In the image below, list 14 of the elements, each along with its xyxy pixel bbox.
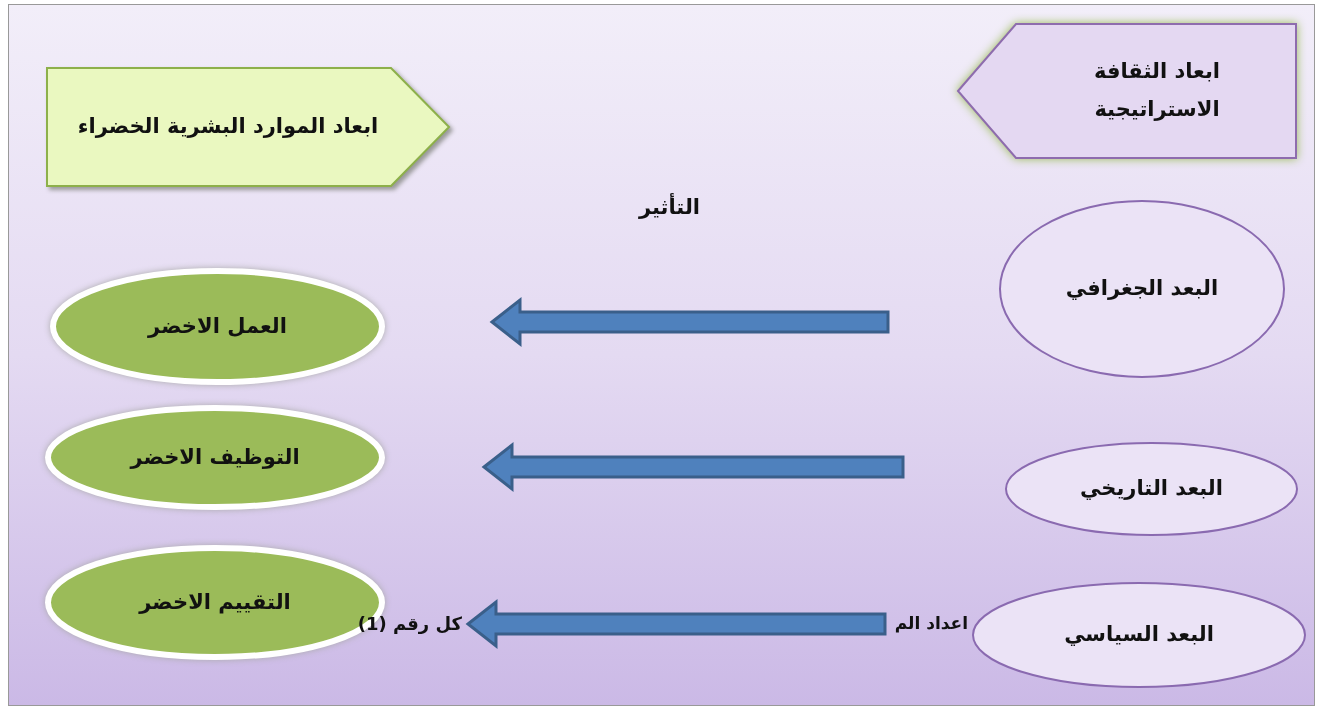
node-label: البعد التاريخي: [1079, 475, 1224, 503]
node-label: البعد السياسي: [1063, 621, 1215, 649]
caption-text: اعداد الم: [894, 613, 968, 633]
node-label: البعد الجغرافي: [1064, 275, 1220, 303]
node-label: ابعاد الثقافة الاستراتيجية: [1092, 58, 1222, 123]
block-arrow: [465, 598, 887, 650]
block-arrow: [489, 296, 890, 348]
caption-text: كل رقم (1): [357, 613, 462, 634]
node-label: التقييم الاخضر: [137, 588, 292, 616]
node-label: ابعاد الموارد البشرية الخضراء: [76, 113, 380, 141]
annotation-text: التأثير: [638, 195, 700, 219]
node-label: التوظيف الاخضر: [128, 443, 301, 471]
block-arrow: [481, 441, 905, 493]
node-label: العمل الاخضر: [146, 312, 288, 340]
